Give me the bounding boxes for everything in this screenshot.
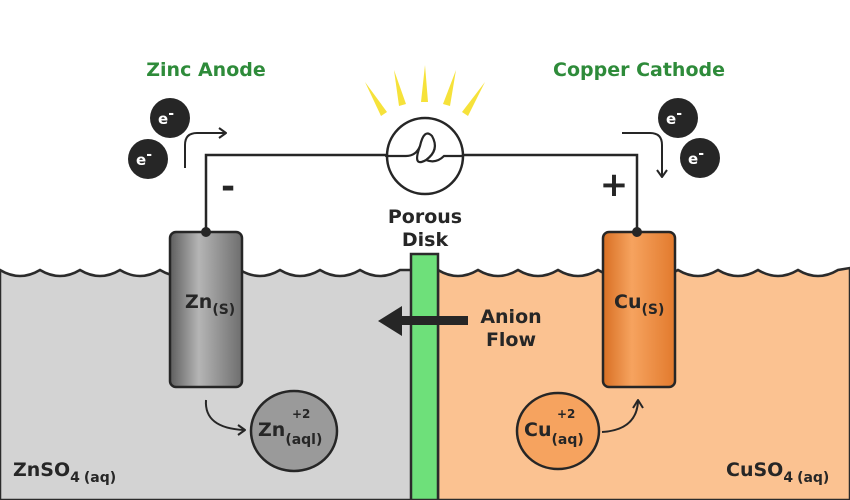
light-bulb	[384, 116, 465, 196]
svg-text:Cu(aq): Cu(aq)	[524, 419, 584, 448]
porous-disk-label-line2: Disk	[402, 229, 449, 251]
svg-text:e-: e-	[688, 146, 704, 168]
anion-flow-label: Anion	[480, 306, 541, 328]
electron-flow-arrow-right	[622, 132, 668, 178]
anion-flow-label-line2: Flow	[486, 329, 536, 351]
porous-disk-label: Porous	[388, 206, 462, 228]
copper-electrode-label: Cu(S)	[614, 291, 664, 318]
negative-terminal-sign: -	[221, 167, 235, 207]
cathode-wire	[463, 153, 639, 232]
copper-cathode-title: Copper Cathode	[553, 59, 725, 81]
electron-left-lower: e-	[128, 139, 168, 179]
zinc-electrode-label: Zn(S)	[185, 291, 235, 318]
anode-connection-dot	[201, 227, 211, 237]
anion-flow-arrow	[378, 306, 468, 336]
copper-ion-arrow	[601, 399, 644, 433]
electron-flow-arrow-left	[184, 127, 227, 168]
svg-text:e-: e-	[666, 106, 682, 128]
cathode-connection-dot	[632, 227, 642, 237]
porous-disk	[409, 252, 440, 500]
zinc-sulfate-label: ZnSO4(aq)	[13, 459, 116, 486]
light-rays	[365, 65, 485, 116]
electron-right-upper: e-	[658, 98, 698, 138]
anode-wire	[204, 153, 386, 232]
electron-right-lower: e-	[680, 138, 720, 178]
copper-ion: Cu(aq) +2	[515, 391, 601, 471]
zinc-ion: Zn(aql) +2	[249, 389, 339, 473]
zinc-anode-title: Zinc Anode	[146, 59, 265, 81]
positive-terminal-sign: +	[600, 165, 629, 205]
svg-text:e-: e-	[158, 106, 174, 128]
svg-text:Zn(aql): Zn(aql)	[258, 419, 322, 448]
svg-text:+2: +2	[292, 407, 310, 421]
electron-left-upper: e-	[150, 98, 190, 138]
copper-sulfate-label: CuSO4(aq)	[726, 459, 829, 486]
zinc-ion-arrow	[204, 399, 246, 436]
svg-text:e-: e-	[136, 147, 152, 169]
svg-text:+2: +2	[557, 407, 575, 421]
